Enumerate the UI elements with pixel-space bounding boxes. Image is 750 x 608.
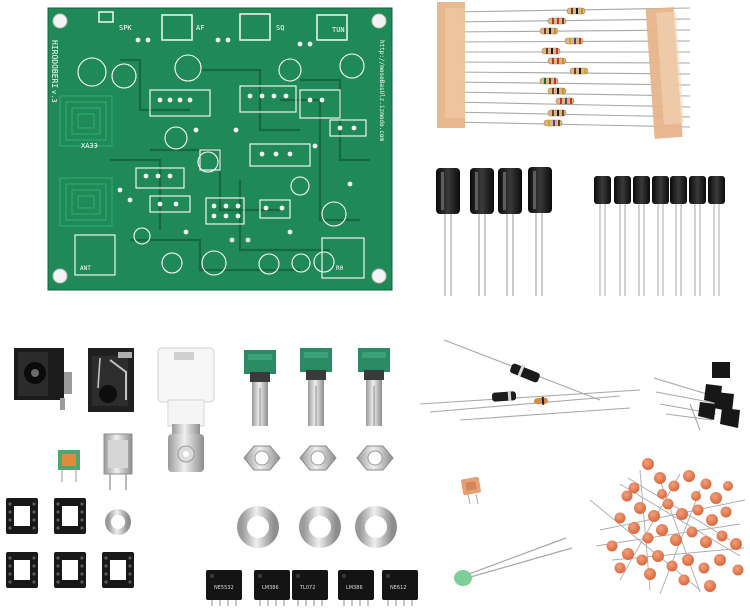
pcb-rev: v.3: [50, 90, 58, 103]
potentiometer-3: [358, 348, 390, 426]
bnc-connector: [157, 347, 215, 472]
chip-label-1: NE5532: [214, 585, 234, 591]
pcb-label-tun: TUN: [332, 26, 345, 34]
trimmer-capacitor: [461, 476, 481, 505]
audio-jack: [88, 348, 134, 412]
green-inductor: [454, 537, 573, 586]
pcb-title: HIRODOBERI: [50, 40, 59, 88]
electrolytic-capacitors-large: [436, 167, 552, 296]
transistors: [653, 362, 740, 431]
potentiometer-1: [244, 350, 276, 426]
pcb-label-ant: ANT: [80, 265, 91, 272]
ceramic-capacitors: [589, 458, 746, 595]
hex-nut-holes: [254, 450, 383, 466]
pcb-site: http://mosoBasUlz.izmodo.com: [378, 40, 385, 142]
pcb-silkscreen: [74, 53, 367, 279]
pcb-label-spk: SPK: [119, 24, 132, 32]
pcb-label-sq: SQ: [276, 24, 284, 32]
diodes: [419, 339, 641, 421]
dip-chips: NE5532 LM386 TL072 LM386 NE612: [206, 570, 418, 606]
resistor-bodies: [539, 7, 589, 127]
pcb-pads: [117, 37, 357, 243]
chip-label-2: LM386: [262, 585, 279, 591]
pcb-label-r: R0: [336, 265, 344, 272]
tuning-coil: [58, 450, 80, 482]
mounting-holes: [52, 13, 387, 284]
resistor-strip: [437, 2, 691, 139]
potentiometers: [244, 348, 390, 426]
chip-label-3: TL072: [299, 585, 315, 591]
pcb-coils: [59, 95, 113, 227]
ic-sockets: [6, 498, 134, 588]
washers: [105, 506, 397, 548]
pcb-label-dd: ХАЗЭ: [81, 142, 98, 150]
electrolytic-capacitors-small: [594, 176, 725, 296]
chip-label-4: LM386: [346, 585, 363, 591]
pcb-label-af: AF: [196, 24, 204, 32]
shield-can: [103, 433, 133, 490]
pcb-board: SPK AF SQ TUN ХАЗЭ ANT R0 HIRODOBERI v.3…: [47, 7, 393, 291]
potentiometer-2: [300, 348, 332, 426]
pcb-header-connectors: [98, 11, 348, 41]
dc-power-jack: [14, 348, 72, 410]
chip-label-5: NE612: [390, 585, 406, 591]
